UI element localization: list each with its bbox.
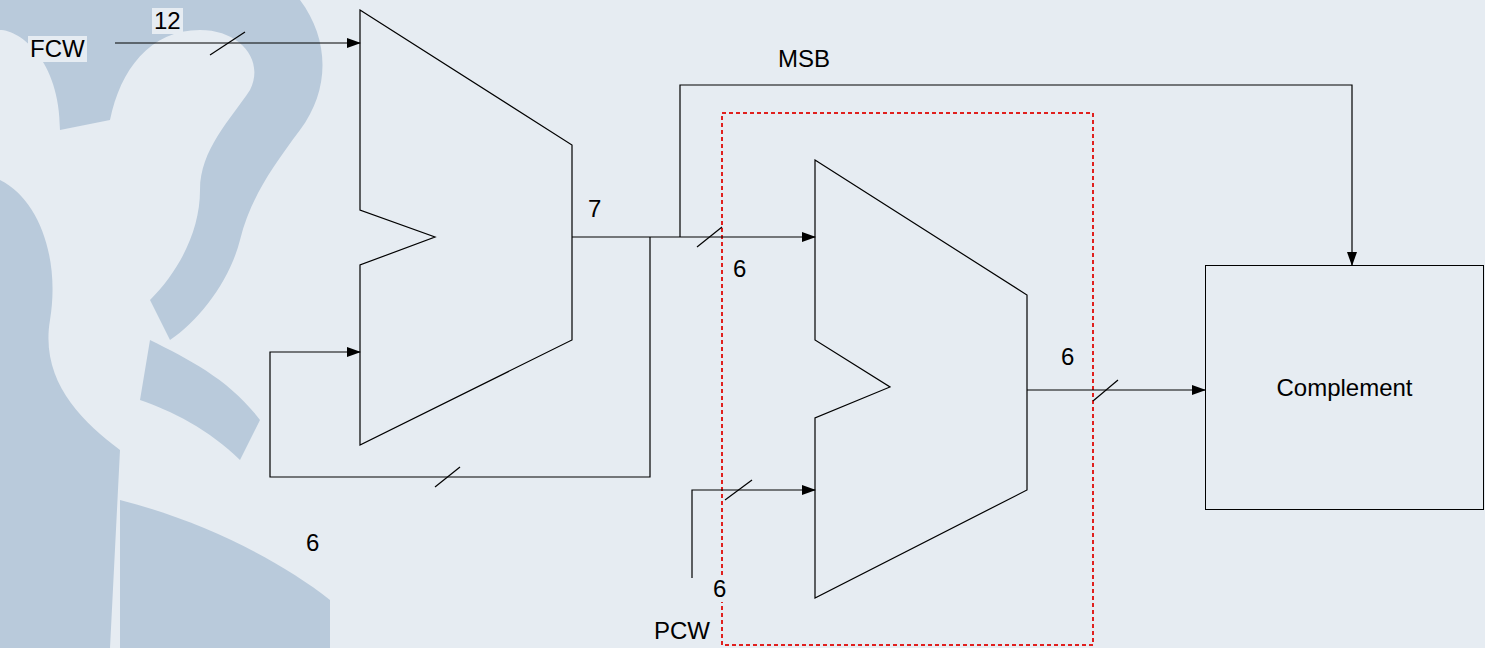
signal-label: 6 xyxy=(731,256,748,282)
process-box: Complement xyxy=(1205,265,1484,510)
highlight-box xyxy=(722,113,1093,645)
signal-label: 6 xyxy=(304,530,321,556)
signal-label: 12 xyxy=(152,8,183,34)
signal-label: 7 xyxy=(586,196,603,222)
signal-label: PCW xyxy=(652,618,712,644)
bus-wires xyxy=(115,32,1352,578)
signal-label: 6 xyxy=(1059,344,1076,370)
adder-symbols xyxy=(360,10,1027,598)
signal-label: 6 xyxy=(711,576,728,602)
signal-label: MSB xyxy=(776,46,832,72)
watermark xyxy=(0,0,330,648)
signal-label: FCW xyxy=(28,36,87,62)
box-label: Complement xyxy=(1268,374,1420,402)
